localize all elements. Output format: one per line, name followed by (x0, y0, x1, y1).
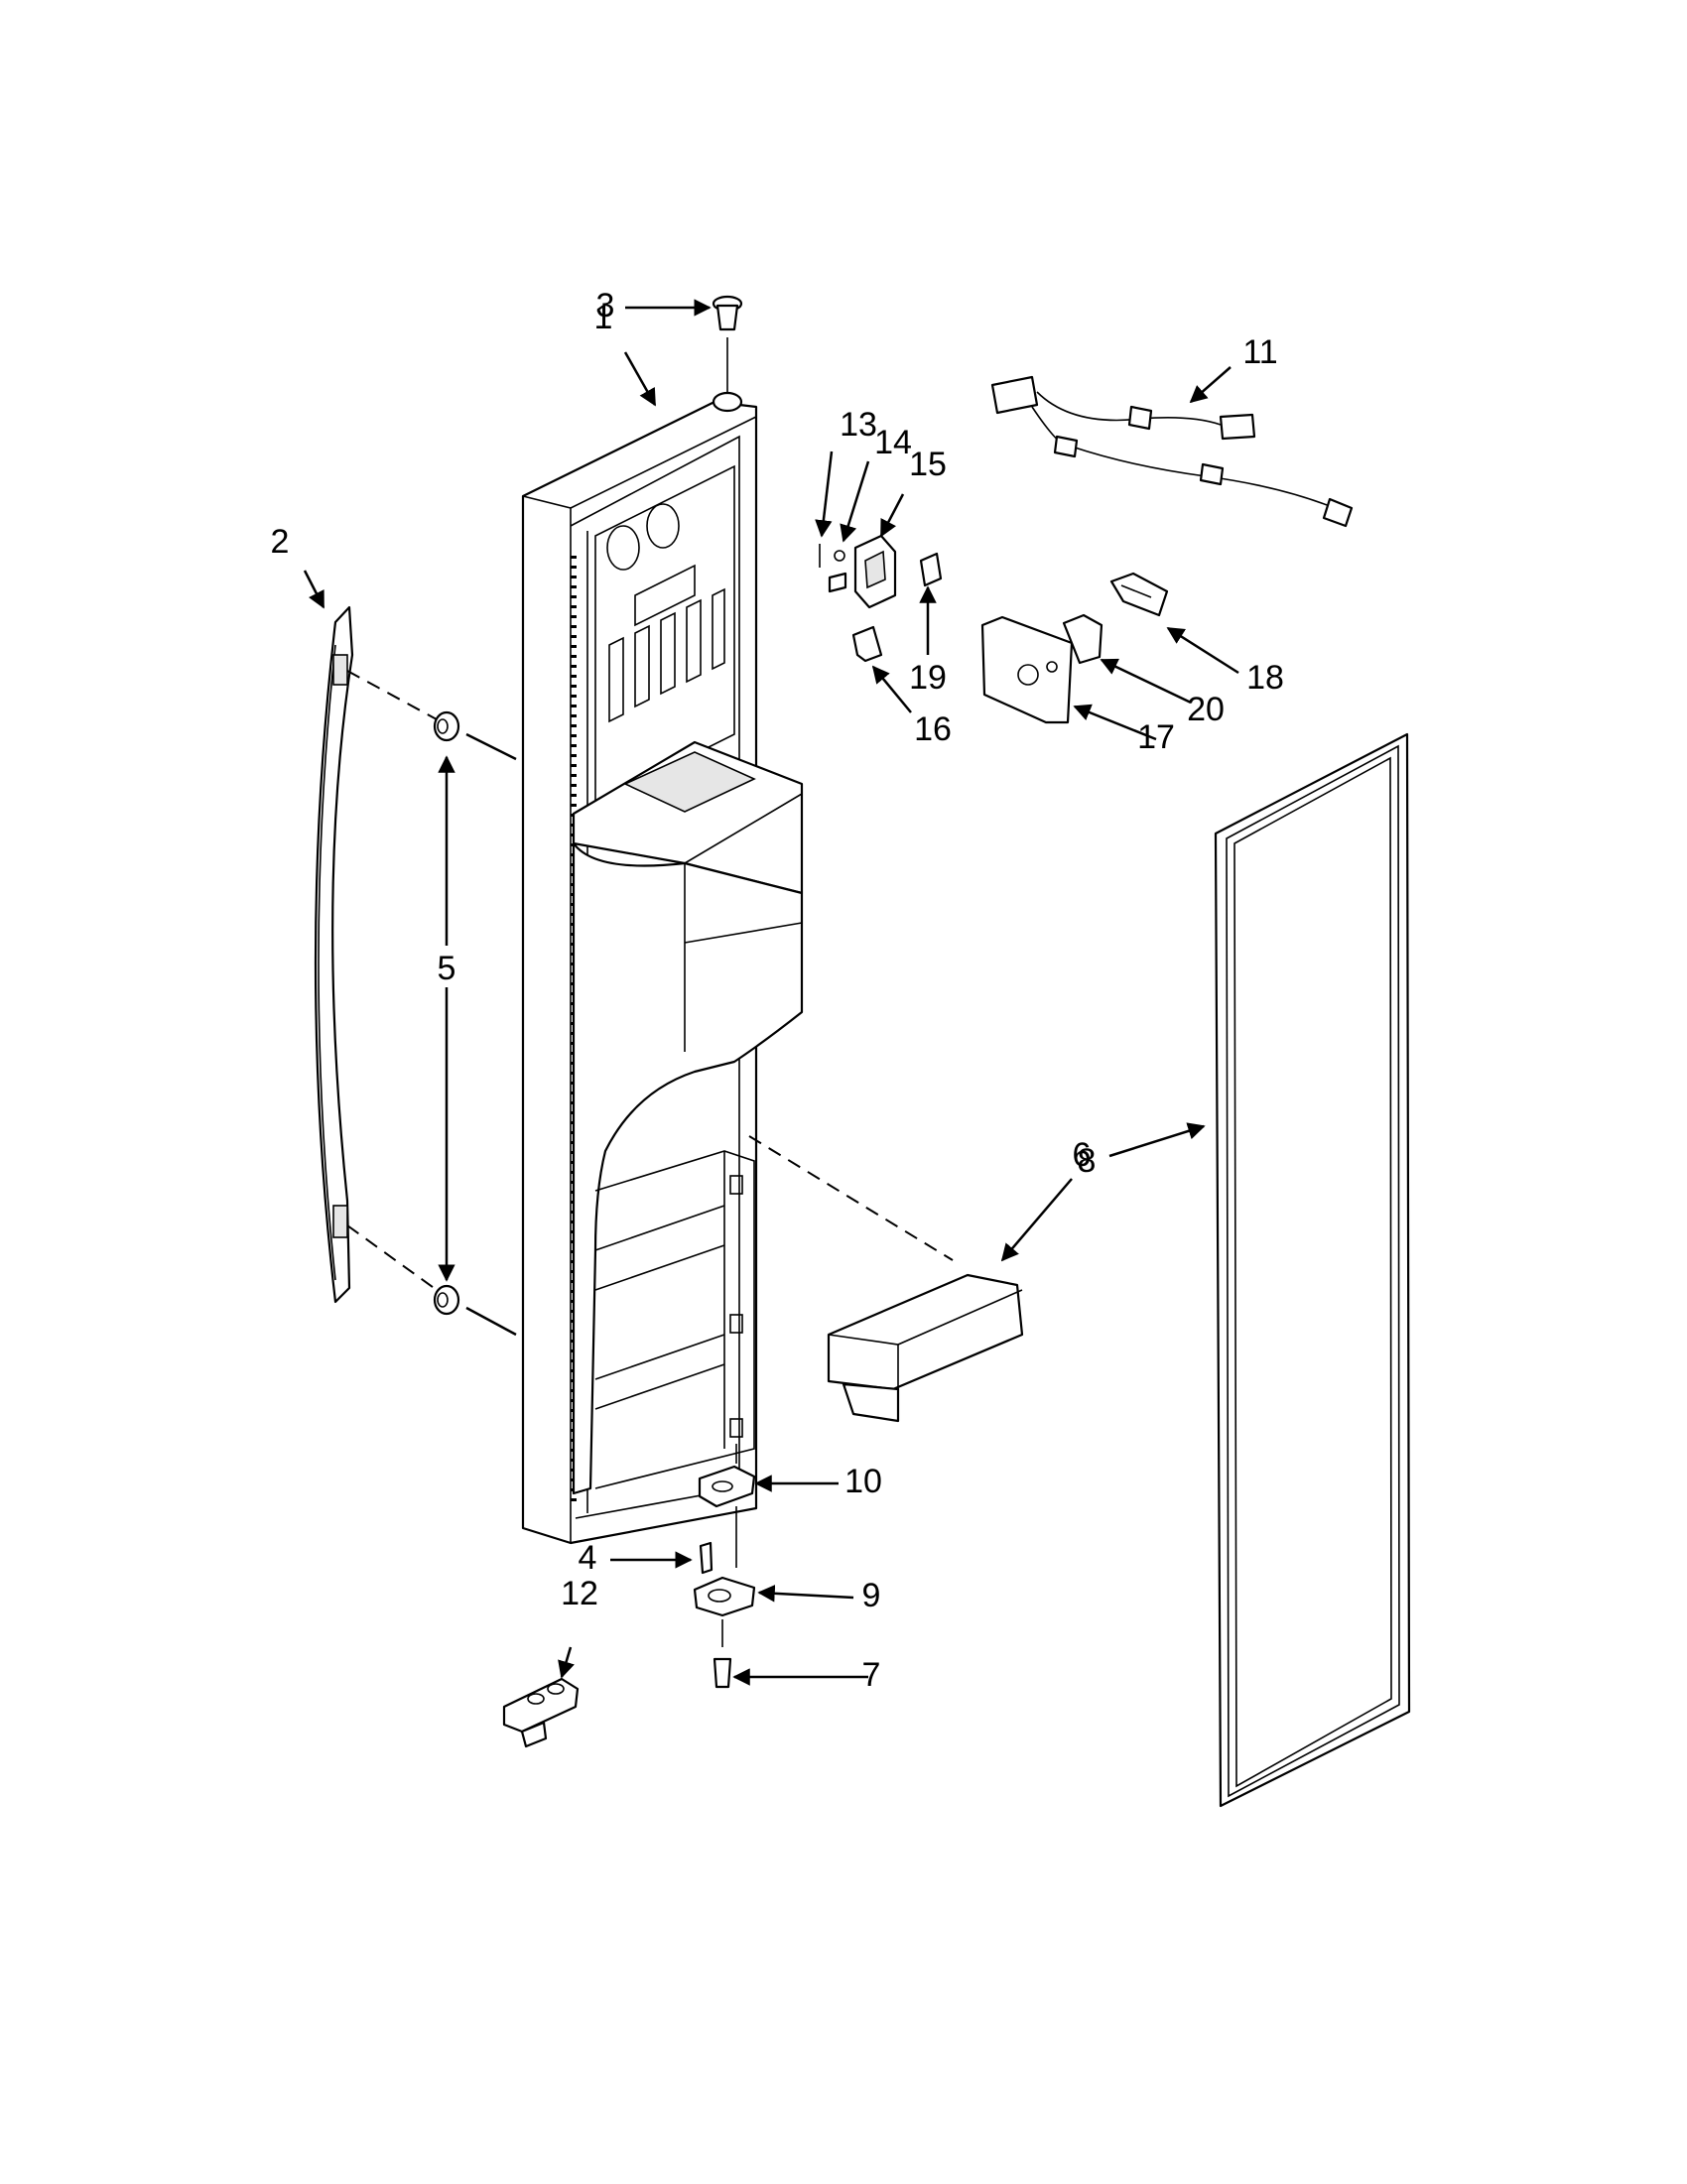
door-bin-part (748, 1135, 1024, 1423)
leader-lines (303, 299, 1239, 1686)
callout-labels: 1 2 3 4 5 6 7 8 9 10 11 12 13 14 15 16 1… (271, 287, 1284, 1694)
callout-15: 15 (909, 446, 947, 483)
hinge-parts-group (502, 1444, 756, 1748)
callout-7: 7 (862, 1656, 881, 1694)
callout-13: 13 (840, 406, 877, 444)
callout-20: 20 (1187, 691, 1225, 728)
callout-16: 16 (914, 710, 952, 748)
plug-button-part (712, 295, 743, 392)
door-liner-part (521, 391, 804, 1545)
callout-9: 9 (862, 1577, 881, 1614)
callout-12: 12 (561, 1575, 598, 1612)
callout-18: 18 (1246, 659, 1284, 697)
callout-2: 2 (271, 523, 290, 561)
callout-14: 14 (874, 424, 912, 461)
callout-4: 4 (579, 1539, 597, 1577)
callout-3: 3 (596, 287, 615, 324)
switch-parts-group (819, 534, 943, 663)
control-board-parts (980, 572, 1169, 724)
callout-6: 6 (1073, 1136, 1092, 1174)
callout-19: 19 (909, 659, 947, 697)
handle-spacers-part (346, 670, 517, 1337)
callout-1: 1 (594, 299, 613, 336)
callout-17: 17 (1137, 718, 1175, 756)
door-handle-part (314, 605, 354, 1304)
callout-8: 8 (1078, 1142, 1097, 1180)
door-gasket-part (1214, 732, 1411, 1808)
callout-5: 5 (438, 950, 456, 987)
callout-11: 11 (1242, 333, 1277, 371)
callout-10: 10 (844, 1463, 882, 1500)
wire-harness-part (990, 375, 1354, 528)
